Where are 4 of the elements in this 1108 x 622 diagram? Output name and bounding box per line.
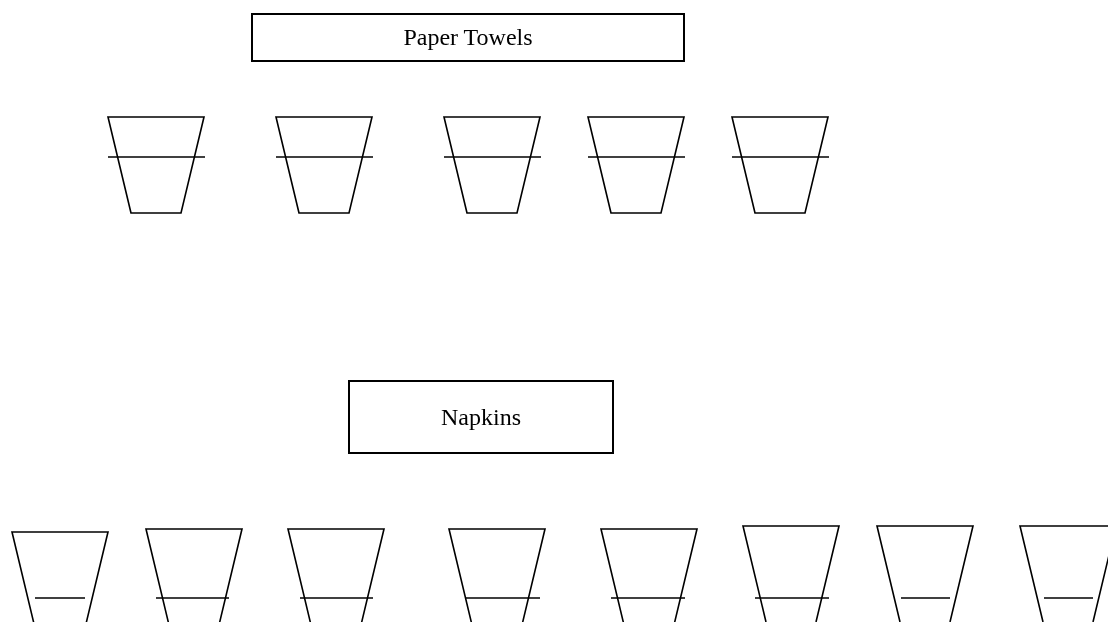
box-label: Napkins [441,403,521,431]
label-box [251,13,685,62]
box-label: Paper Towels [403,24,533,51]
label-box [348,380,614,454]
